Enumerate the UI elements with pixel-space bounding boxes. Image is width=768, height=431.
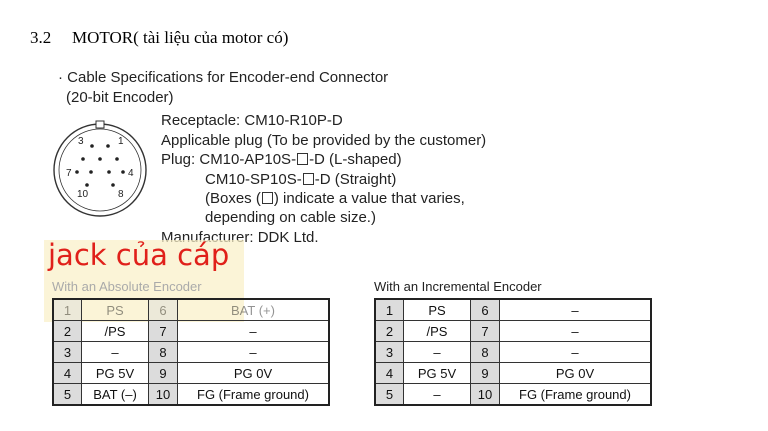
absolute-encoder-title: With an Absolute Encoder	[52, 279, 202, 294]
pin-number-cell: 8	[470, 341, 500, 363]
pin-number-cell: 10	[470, 383, 500, 406]
signal-cell: BAT (–)	[81, 383, 149, 406]
signal-cell: FG (Frame ground)	[177, 383, 330, 406]
pin-number-cell: 3	[52, 341, 82, 363]
pin-number-cell: 8	[148, 341, 178, 363]
signal-cell: –	[177, 341, 330, 363]
boxes-note: (Boxes ( ) indicate a value that varies,	[205, 189, 465, 209]
section-heading: 3.2 MOTOR( tài liệu của motor có)	[30, 28, 288, 48]
box-icon	[302, 173, 314, 185]
signal-cell: PS	[81, 298, 149, 321]
signal-cell: BAT (+)	[177, 298, 330, 321]
pin-number-cell: 1	[374, 298, 404, 321]
receptacle-text: Receptacle: CM10-R10P-D	[161, 112, 343, 129]
pin-label: 7	[66, 168, 72, 179]
plug2-code: CM10-SP10S-	[205, 171, 302, 188]
pin-number-cell: 10	[148, 383, 178, 406]
plug-label: Plug:	[161, 151, 200, 168]
pin-number-cell: 6	[148, 298, 178, 321]
signal-cell: PG 5V	[81, 362, 149, 384]
pin-number-cell: 5	[374, 383, 404, 406]
plug-line-2: CM10-SP10S- -D (Straight)	[205, 170, 396, 190]
pin-number-cell: 9	[148, 362, 178, 384]
pin-number-cell: 3	[374, 341, 404, 363]
incremental-encoder-title: With an Incremental Encoder	[374, 279, 542, 294]
signal-cell: –	[403, 341, 471, 363]
pin-number-cell: 7	[470, 320, 500, 342]
box-icon	[261, 192, 273, 204]
table-row: 3–8–	[52, 341, 330, 363]
pin-label: 4	[128, 168, 134, 179]
signal-cell: –	[499, 320, 652, 342]
plug-line-1: Plug: CM10-AP10S- -D (L-shaped)	[161, 150, 402, 170]
signal-cell: /PS	[403, 320, 471, 342]
pin-number-cell: 2	[52, 320, 82, 342]
plug2-suffix: -D (Straight)	[314, 171, 397, 188]
signal-cell: PG 5V	[403, 362, 471, 384]
boxes-note-prefix: (Boxes (	[205, 190, 261, 207]
signal-cell: –	[403, 383, 471, 406]
signal-cell: PG 0V	[499, 362, 652, 384]
signal-cell: –	[499, 298, 652, 321]
pin-number-cell: 4	[374, 362, 404, 384]
signal-cell: FG (Frame ground)	[499, 383, 652, 406]
signal-cell: –	[499, 341, 652, 363]
applicable-plug-text: Applicable plug (To be provided by the c…	[161, 132, 487, 149]
pin-label: 8	[118, 189, 124, 200]
pin-label: 10	[77, 189, 89, 200]
spec-line-1: · Cable Specifications for Encoder-end C…	[58, 69, 389, 86]
signal-cell: –	[177, 320, 330, 342]
annotation-text: jack của cáp	[48, 238, 230, 272]
pin-number-cell: 1	[52, 298, 82, 321]
pin-label: 1	[118, 136, 124, 147]
pin-number-cell: 2	[374, 320, 404, 342]
section-number: 3.2	[30, 28, 52, 47]
box-icon	[297, 153, 309, 165]
pin-number-cell: 9	[470, 362, 500, 384]
section-title: MOTOR( tài liệu của motor có)	[72, 28, 289, 47]
pin-label: 3	[78, 136, 84, 147]
spec-line-2: (20-bit Encoder)	[66, 89, 174, 106]
pin-number-cell: 6	[470, 298, 500, 321]
plug1-suffix: -D (L-shaped)	[309, 151, 402, 168]
table-row: 3–8–	[374, 341, 652, 363]
pin-number-cell: 4	[52, 362, 82, 384]
pin-number-cell: 5	[52, 383, 82, 406]
signal-cell: /PS	[81, 320, 149, 342]
depending-note: depending on cable size.)	[205, 209, 376, 226]
pin-number-cell: 7	[148, 320, 178, 342]
signal-cell: PS	[403, 298, 471, 321]
boxes-note-suffix: ) indicate a value that varies,	[273, 190, 465, 207]
signal-cell: –	[81, 341, 149, 363]
connector-pinout-diagram: 3 1 7 4 10 8	[53, 120, 147, 217]
signal-cell: PG 0V	[177, 362, 330, 384]
plug1-code: CM10-AP10S-	[199, 151, 297, 168]
